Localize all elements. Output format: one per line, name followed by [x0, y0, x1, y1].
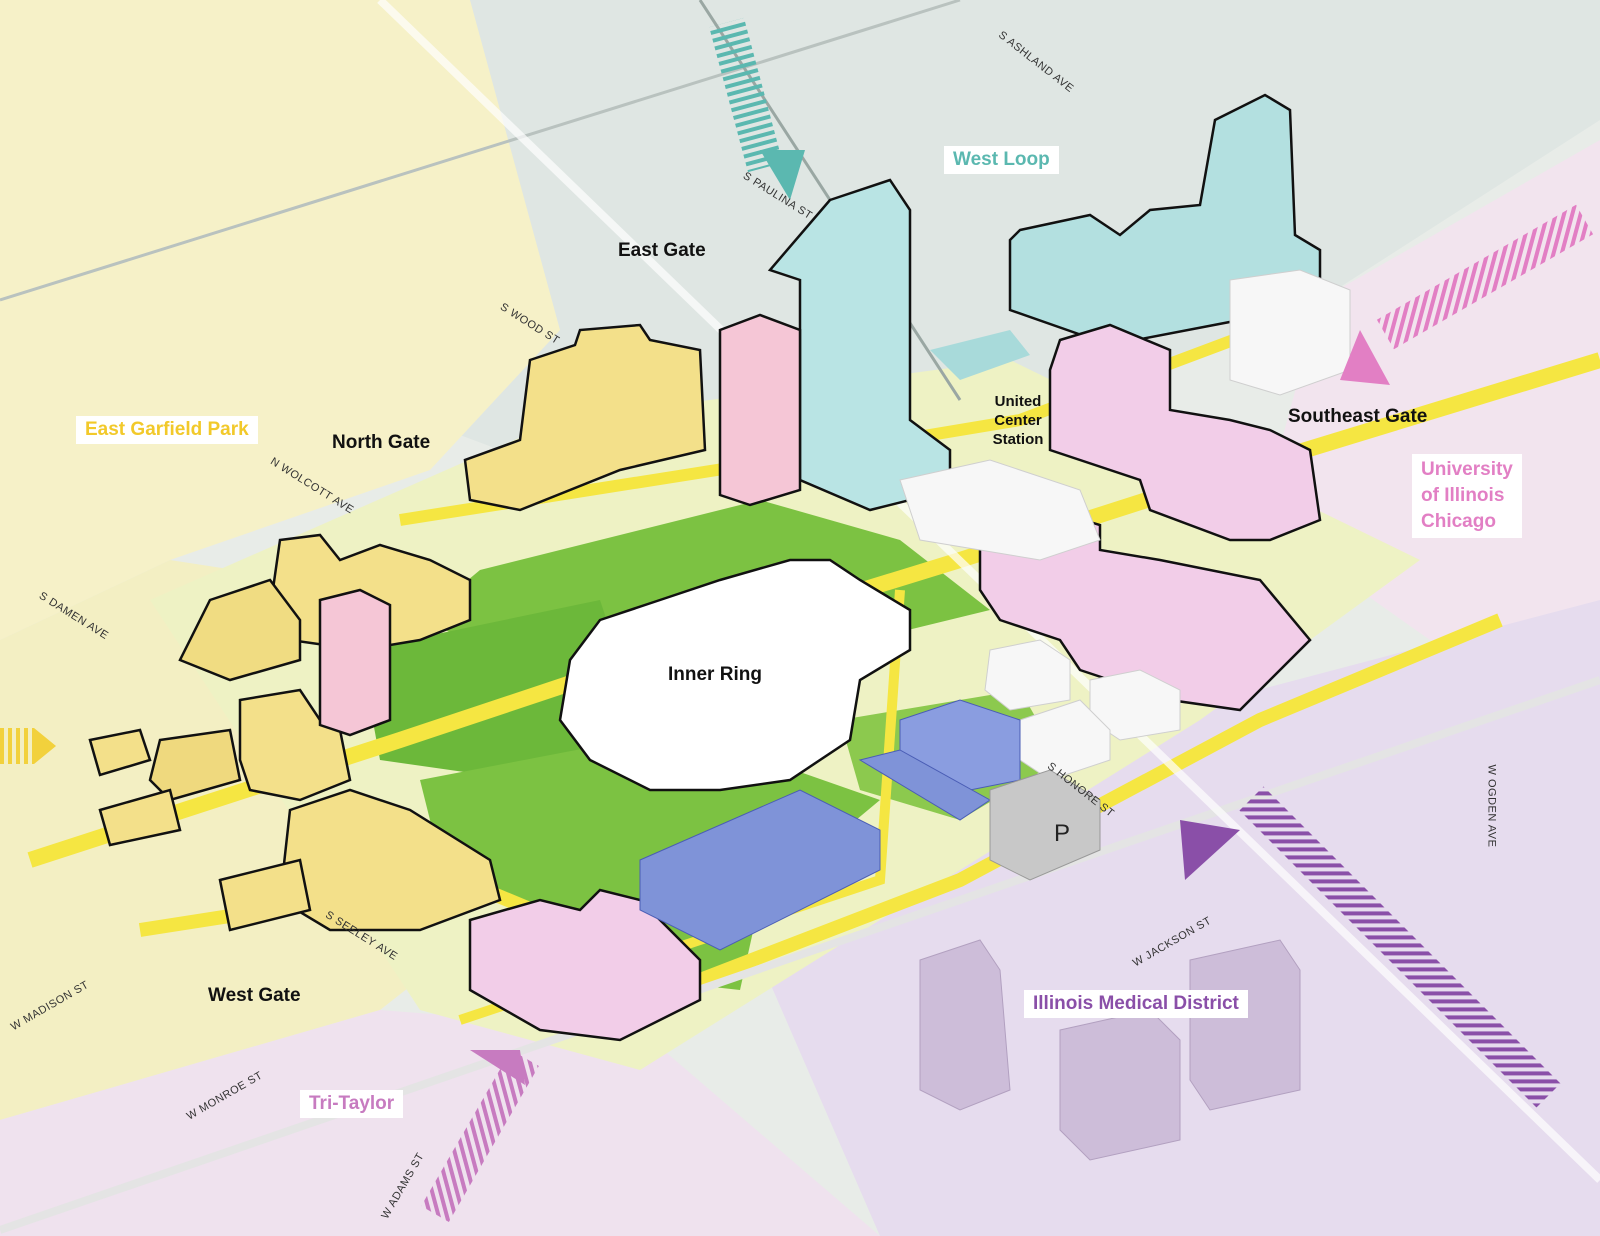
arrow-medical-district [1180, 786, 1561, 1108]
inner-ring-label: Inner Ring [668, 664, 762, 685]
uic-line-1: University [1421, 459, 1513, 480]
arena-group [558, 558, 912, 792]
uic-line-3: Chicago [1421, 511, 1496, 532]
arrow-tri-taylor [421, 1050, 539, 1222]
medical-buildings [919, 939, 1301, 1161]
station-line-2: Center [994, 412, 1042, 429]
district-label-west-loop: West Loop [944, 146, 1059, 174]
blue-buildings [639, 699, 1021, 951]
arrow-uic [1340, 204, 1594, 385]
gate-label-southeast: Southeast Gate [1288, 406, 1428, 427]
parking-structure [989, 769, 1101, 881]
street-line-2 [0, 676, 1600, 1234]
district-label-east-garfield-park: East Garfield Park [76, 416, 258, 444]
tri-taylor-zone [0, 1010, 880, 1236]
parking-label: P [1054, 820, 1071, 847]
uic-line-2: of Illinois [1421, 485, 1505, 506]
gate-label-west: West Gate [208, 985, 301, 1006]
yellow-buildings [88, 323, 707, 932]
street-line-1 [0, 0, 961, 302]
pink-buildings [318, 313, 1322, 1042]
station-label: United Center Station [978, 392, 1058, 449]
station-line-3: Station [992, 431, 1044, 448]
station-line-1: United [994, 393, 1042, 410]
arrow-west-loop [709, 17, 805, 200]
district-label-uic: University of Illinois Chicago [1412, 454, 1522, 538]
east-garfield-zone [0, 0, 560, 640]
district-label-tri-taylor: Tri-Taylor [300, 1090, 404, 1118]
district-label-illinois-medical-district: Illinois Medical District [1024, 990, 1248, 1018]
gate-label-north: North Gate [332, 432, 431, 453]
gate-label-east: East Gate [618, 240, 706, 261]
street-label-ogden: W OGDEN AVE [1485, 764, 1498, 848]
white-buildings [899, 269, 1351, 781]
arrow-east-garfield [0, 728, 56, 764]
